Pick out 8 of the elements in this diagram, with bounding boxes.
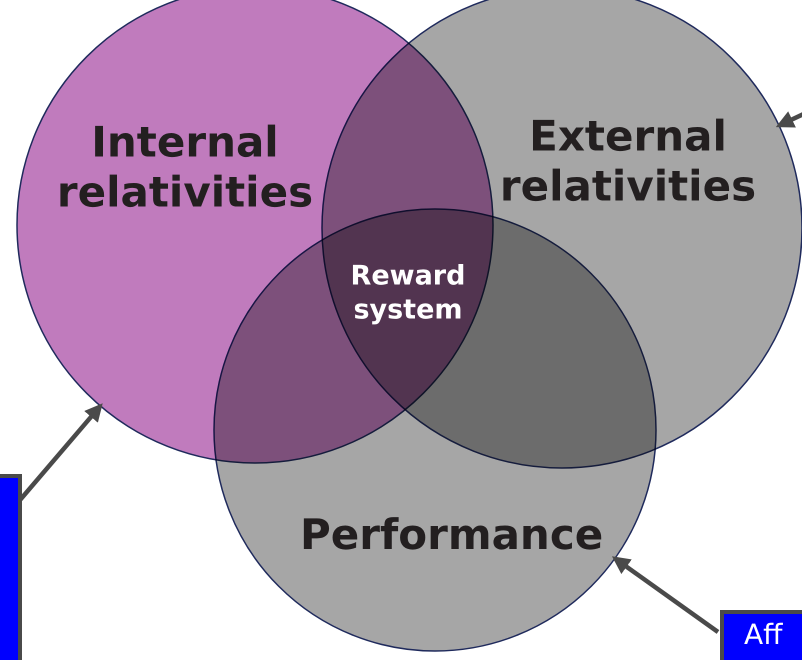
center-label: Reward system <box>333 259 483 327</box>
circle-label: Performance <box>300 510 600 560</box>
text-box: Aff <box>720 610 802 660</box>
arrow <box>612 556 720 634</box>
venn-circle <box>213 208 657 652</box>
circle-label: External relativities <box>498 112 758 212</box>
circle-label: Internal relativities <box>56 118 314 218</box>
text-box <box>0 474 22 660</box>
